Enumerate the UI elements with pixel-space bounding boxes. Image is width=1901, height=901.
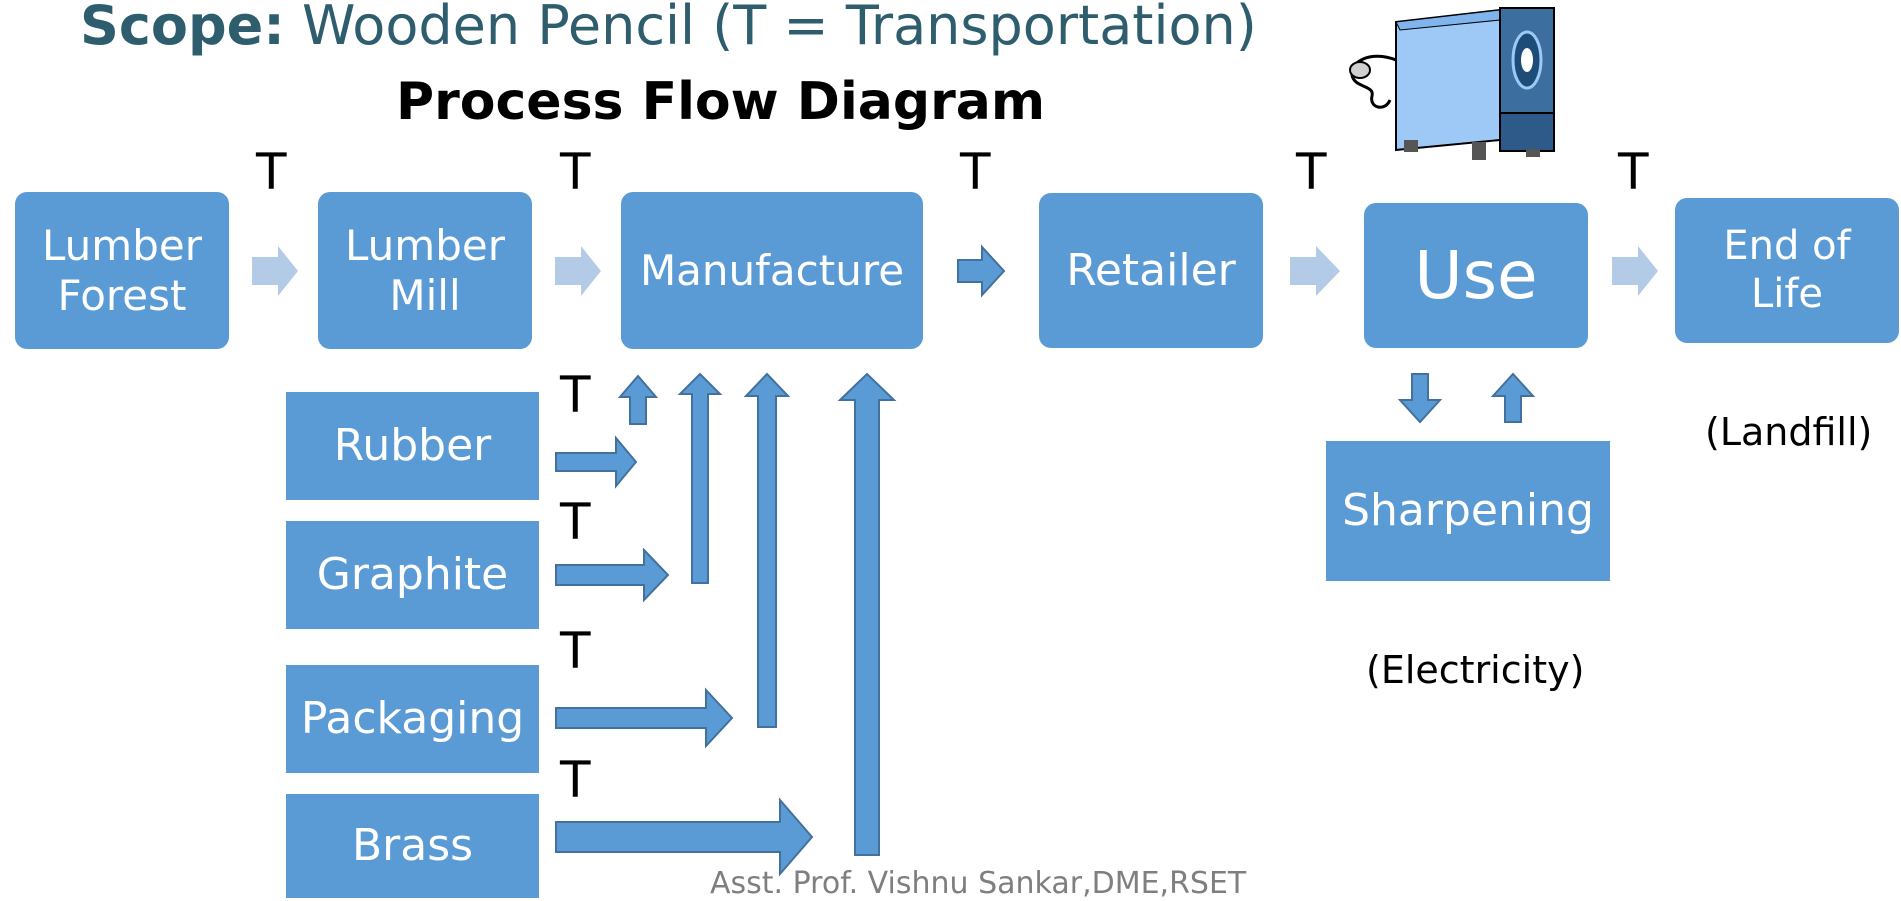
input-packaging-label: Packaging bbox=[300, 693, 525, 745]
stage-retailer-label: Retailer bbox=[1066, 244, 1236, 296]
scope-label: Scope: bbox=[80, 0, 285, 57]
input-arrow-up bbox=[743, 372, 791, 728]
input-brass: Brass bbox=[286, 794, 539, 898]
input-arrow-right bbox=[555, 687, 734, 749]
transport-marker: T bbox=[1296, 143, 1327, 201]
transport-marker: T bbox=[960, 143, 991, 201]
input-brass-label: Brass bbox=[351, 820, 474, 872]
input-graphite-label: Graphite bbox=[316, 549, 509, 601]
stage-lumber-mill: Lumber Mill bbox=[318, 192, 532, 349]
transport-marker: T bbox=[560, 493, 591, 551]
transport-marker: T bbox=[560, 366, 591, 424]
input-arrow-right bbox=[555, 547, 670, 603]
transport-marker: T bbox=[560, 751, 591, 809]
sharpening-arrow-up bbox=[1490, 372, 1536, 423]
sharpening-box: Sharpening bbox=[1326, 441, 1610, 581]
flow-arrow-right bbox=[252, 246, 298, 296]
stage-lumber-forest: Lumber Forest bbox=[15, 192, 229, 349]
transport-marker: T bbox=[560, 143, 591, 201]
input-arrow-right bbox=[555, 797, 814, 877]
transport-marker: T bbox=[1618, 143, 1649, 201]
transport-marker: T bbox=[256, 143, 287, 201]
flow-arrow-right bbox=[957, 244, 1006, 298]
stage-use-label: Use bbox=[1414, 236, 1538, 314]
stage-use: Use bbox=[1364, 203, 1588, 348]
input-packaging: Packaging bbox=[286, 665, 539, 773]
input-arrow-right bbox=[555, 435, 638, 489]
input-arrow-up bbox=[837, 372, 897, 856]
scope-heading: Scope: Wooden Pencil (T = Transportation… bbox=[80, 0, 1257, 57]
stage-manufacture: Manufacture bbox=[621, 192, 923, 349]
stage-manufacture-label: Manufacture bbox=[639, 245, 905, 295]
input-arrow-up bbox=[617, 374, 659, 425]
stage-end-of-life-label: End of Life bbox=[1723, 223, 1851, 317]
stage-lumber-forest-label: Lumber Forest bbox=[42, 220, 202, 320]
stage-lumber-mill-label: Lumber Mill bbox=[345, 220, 505, 320]
stage-end-of-life: End of Life bbox=[1675, 198, 1899, 343]
sharpening-label: Sharpening bbox=[1342, 485, 1594, 537]
footer-credit: Asst. Prof. Vishnu Sankar,DME,RSET bbox=[710, 866, 1247, 901]
stage-retailer: Retailer bbox=[1039, 193, 1263, 348]
transport-marker: T bbox=[560, 622, 591, 680]
pencil-sharpener-icon bbox=[1349, 7, 1555, 160]
flow-arrow-right bbox=[1612, 246, 1658, 296]
input-graphite: Graphite bbox=[286, 521, 539, 629]
input-rubber-label: Rubber bbox=[333, 420, 492, 472]
input-arrow-up bbox=[677, 372, 723, 584]
input-rubber: Rubber bbox=[286, 392, 539, 500]
diagram-title: Process Flow Diagram bbox=[396, 72, 1046, 132]
flow-arrow-right bbox=[1290, 246, 1340, 296]
scope-text: Wooden Pencil (T = Transportation) bbox=[302, 0, 1257, 57]
landfill-note: (Landfill) bbox=[1705, 410, 1873, 454]
electricity-note: (Electricity) bbox=[1366, 648, 1585, 692]
sharpening-arrow-down bbox=[1397, 373, 1443, 424]
flow-arrow-right bbox=[555, 246, 601, 296]
